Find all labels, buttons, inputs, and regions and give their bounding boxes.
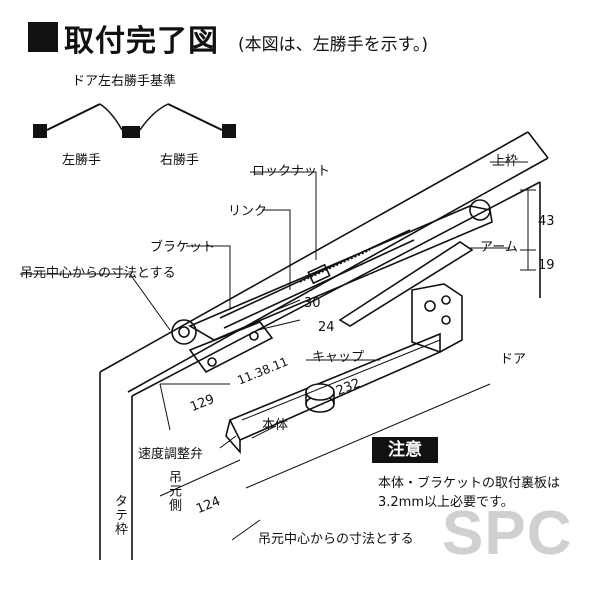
dim-232-line <box>241 339 441 421</box>
pivot-note-bottom: 吊元中心からの寸法とする <box>258 532 414 547</box>
mounting-hole-2 <box>441 295 451 305</box>
mounting-hole-3 <box>441 315 451 325</box>
lock-nut-label: ロックナット <box>252 164 331 179</box>
bracket-plate <box>188 321 274 374</box>
right-hinge-marker <box>222 124 236 138</box>
rod-thread <box>299 249 371 283</box>
arm-label: アーム <box>480 240 518 255</box>
mounting-hole-1 <box>424 300 436 312</box>
dim-43: 43 <box>538 214 555 229</box>
center-hinge-marker <box>122 126 140 138</box>
spc-watermark-logo: SPC <box>442 499 573 568</box>
left-swing-arc <box>99 103 123 131</box>
bracket-label: ブラケット <box>150 240 216 255</box>
dim-30: 30 <box>304 296 321 311</box>
frame-end <box>527 131 549 159</box>
dim-124-extension <box>245 383 491 489</box>
right-swing-arc <box>139 103 169 131</box>
main-arm <box>188 205 493 341</box>
right-hand-label: 右勝手 <box>160 153 200 168</box>
page-title: 取付完了図 <box>64 24 219 59</box>
arm-pivot <box>469 199 491 221</box>
bracket-hole-2 <box>249 331 259 341</box>
body-label: 本体 <box>262 418 289 433</box>
dim-24: 24 <box>318 320 335 335</box>
hand-reference-heading: ドア左右勝手基準 <box>72 74 177 89</box>
vertical-frame-label: タテ枠 <box>112 494 127 536</box>
hinge-side-label: 吊元側 <box>166 470 181 512</box>
body-leader <box>251 425 277 439</box>
pivot-note-top-leader <box>20 273 171 331</box>
bracket-pivot <box>171 319 197 345</box>
lock-nut-leader <box>250 171 317 260</box>
link-leader <box>262 209 291 290</box>
pivot-note-top: 吊元中心からの寸法とする <box>20 266 176 281</box>
caution-line-1: 本体・ブラケットの取付裏板は <box>378 476 561 491</box>
link-label: リンク <box>228 204 268 219</box>
left-hinge-marker <box>33 124 47 138</box>
bracket-pivot-inner <box>178 326 190 338</box>
left-door-line <box>46 103 101 131</box>
dim-129-line <box>159 383 230 431</box>
speed-valve-label: 速度調整弁 <box>138 447 204 462</box>
dim-19: 19 <box>538 258 555 273</box>
upper-frame-label: 上枠 <box>492 154 519 169</box>
caution-badge: 注意 <box>372 437 438 463</box>
caution-line-2: 3.2mm以上必要です。 <box>378 495 514 510</box>
caution-text: 本体・ブラケットの取付裏板は 3.2mm以上必要です。 <box>378 474 560 512</box>
closer-body-end <box>225 419 241 455</box>
cap-top <box>305 383 335 401</box>
dim-30-24-lines <box>257 299 301 331</box>
secondary-arm <box>338 241 474 327</box>
left-hand-label: 左勝手 <box>62 153 102 168</box>
page-subtitle: (本図は、左勝手を示す。) <box>238 35 429 55</box>
title-square-icon <box>28 22 58 52</box>
speed-valve-leader <box>219 435 237 449</box>
mounting-plate <box>411 283 463 353</box>
lock-nut-shape <box>307 263 331 285</box>
door-label: ドア <box>500 352 527 367</box>
cap-label: キャップ <box>312 350 365 365</box>
pivot-note-bottom-leader <box>231 519 261 541</box>
bracket-hole-1 <box>207 357 217 367</box>
dim-124-line <box>159 459 241 497</box>
bracket-leader <box>186 245 231 310</box>
dim-43-19-ticks <box>520 189 536 271</box>
right-door-line <box>167 103 223 131</box>
link-rod <box>219 229 415 329</box>
